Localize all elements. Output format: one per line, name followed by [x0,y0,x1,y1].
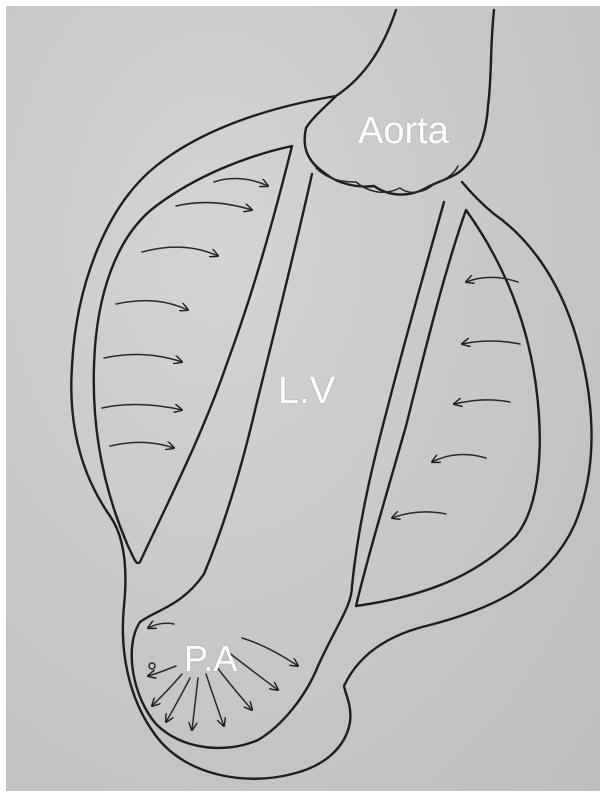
paper-background: Aorta L.V P.A [6,6,600,791]
aorta-base [316,166,458,192]
aorta-label: Aorta [358,110,449,153]
left-wall-arrows [102,179,268,448]
aorta-outline [305,10,494,195]
pulmonary-artery-label: P.A [184,638,237,680]
right-wall-arrows [392,278,520,519]
left-ventricle-label: L.V [278,370,335,413]
right-wall-outline [356,210,540,606]
